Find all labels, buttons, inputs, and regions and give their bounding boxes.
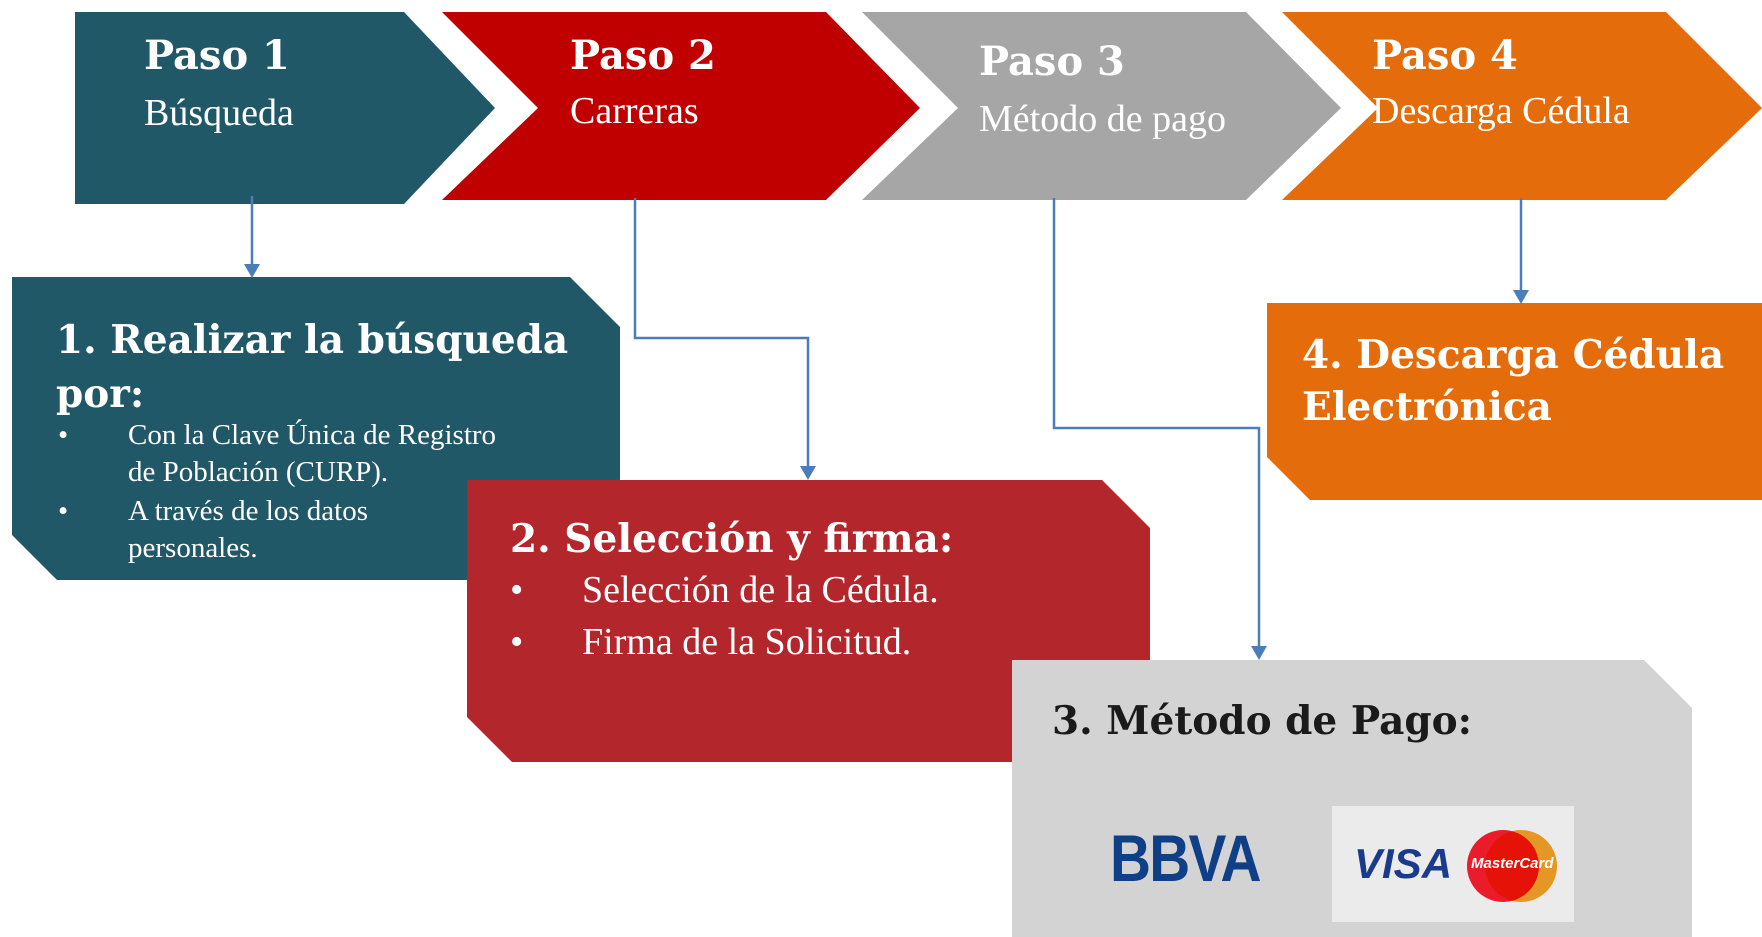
box-1-bullet-1-line2: de Población (CURP). [128, 456, 389, 488]
step-3-subtitle: Método de pago [979, 98, 1226, 140]
connectors [250, 196, 1523, 652]
mastercard-yellow-circle [1485, 830, 1557, 902]
step-2-title: Paso 2 [570, 32, 716, 79]
box-1-bullet-1-line1: Con la Clave Única de Registro [128, 419, 497, 451]
arrowhead-2 [800, 466, 816, 480]
box-2-bullet-1: Selección de la Cédula. [582, 569, 939, 611]
box-1-bullet-1-symbol: • [58, 419, 69, 451]
box-4-background [1267, 303, 1762, 500]
box-3-title: 3. Método de Pago: [1052, 698, 1473, 744]
box-1-bullet-2-line1: A través de los datos [128, 495, 369, 527]
step-1-title: Paso 1 [144, 32, 290, 79]
box-2-background [467, 480, 1150, 762]
box-2-bullet-2-symbol: • [510, 621, 524, 663]
box-1-bullet-2-line2: personales. [128, 532, 258, 564]
box-2-bullet-2: Firma de la Solicitud. [582, 621, 912, 663]
connector-step2-box2 [633, 198, 810, 470]
arrowhead-1 [244, 264, 260, 278]
step-2-chevron [442, 12, 920, 200]
step-3-chevron [862, 12, 1341, 200]
bbva-logo: BBVA [1110, 821, 1261, 895]
step-1-subtitle: Búsqueda [144, 92, 294, 134]
arrowheads [244, 264, 1529, 660]
step-4-chevron [1282, 12, 1762, 200]
mastercard-logo: MasterCard [1467, 828, 1557, 904]
step-4-title: Paso 4 [1372, 32, 1518, 79]
arrowhead-4 [1513, 290, 1529, 304]
box-1-title-line1: 1. Realizar la búsqueda [56, 317, 569, 363]
box-2-title: 2. Selección y firma: [510, 516, 954, 562]
mastercard-wordmark: MasterCard [1471, 855, 1554, 872]
box-4-title-line2: Electrónica [1302, 384, 1552, 430]
box-2-bullet-1-symbol: • [510, 569, 524, 611]
box-1-title-line2: por: [56, 371, 145, 417]
step-1-chevron [75, 12, 495, 204]
arrowhead-3 [1251, 646, 1267, 660]
box-4-title-line1: 4. Descarga Cédula [1302, 332, 1725, 378]
box-1-bullet-2-symbol: • [58, 495, 69, 527]
step-3-title: Paso 3 [979, 38, 1125, 85]
connector-step3-box3 [1052, 198, 1261, 652]
visa-logo: VISA [1354, 840, 1453, 887]
step-2-subtitle: Carreras [570, 90, 699, 132]
step-4-subtitle: Descarga Cédula [1372, 90, 1630, 132]
